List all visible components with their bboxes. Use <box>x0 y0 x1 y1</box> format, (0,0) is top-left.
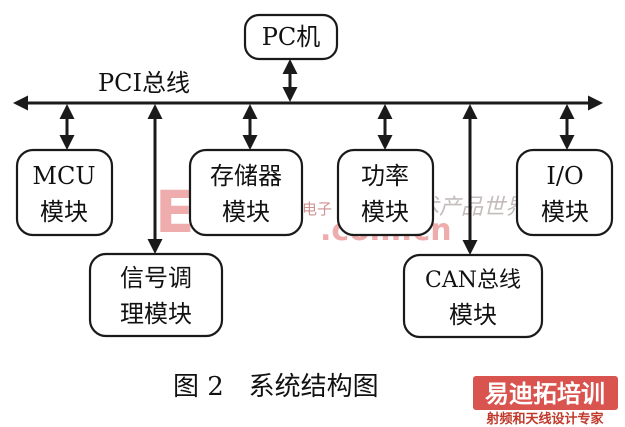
brand-subtitle: 射频和天线设计专家 <box>485 411 604 427</box>
signal-module-line1: 信号调 <box>120 264 192 292</box>
memory-module-line1: 存储器 <box>210 162 282 190</box>
brand-name: 易迪拓培训 <box>485 380 605 408</box>
signal-conditioning-module <box>88 252 224 338</box>
can-module-line1: CAN总线 <box>425 268 521 293</box>
memory-module <box>188 148 304 237</box>
io-module-line1: I/O <box>546 162 583 190</box>
mcu-module-line2: 模块 <box>40 198 88 226</box>
mcu-module <box>15 148 114 237</box>
power-module-line2: 模块 <box>361 198 409 226</box>
signal-module-line2: 理模块 <box>120 300 192 328</box>
power-module-line1: 功率 <box>361 162 409 190</box>
figure-caption: 图 2 系统结构图 <box>173 372 379 402</box>
power-module <box>336 148 435 237</box>
brand-logo: 易迪拓培训 射频和天线设计专家 <box>473 376 618 427</box>
brand-logo-background <box>473 376 618 410</box>
watermark-prefix: 电子 <box>302 200 332 218</box>
can-module-line2: 模块 <box>449 301 497 329</box>
pc-node-label: PC机 <box>262 23 321 51</box>
memory-module-line2: 模块 <box>222 198 270 226</box>
io-module <box>515 148 614 237</box>
can-bus-module <box>402 253 544 339</box>
io-module-line2: 模块 <box>541 198 589 226</box>
pci-bus-label: PCI总线 <box>98 69 190 97</box>
mcu-module-line1: MCU <box>32 162 95 190</box>
